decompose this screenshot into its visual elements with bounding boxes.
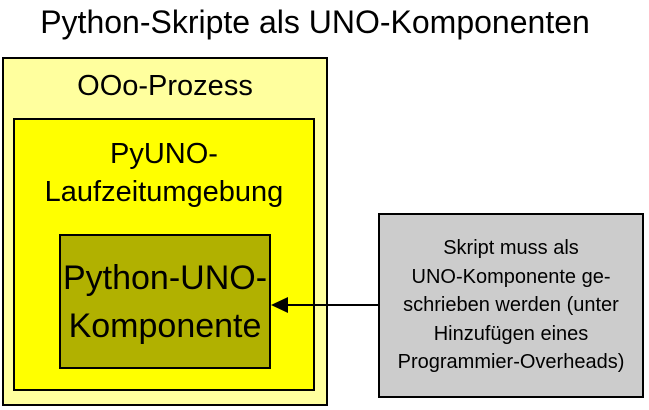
annotation-text: Skript muss als UNO-Komponente ge- schri… xyxy=(397,237,625,374)
python-uno-component-box: Python-UNO- Komponente xyxy=(59,234,271,369)
pyuno-runtime-label: PyUNO- Laufzeitumgebung xyxy=(44,138,284,208)
arrow-line xyxy=(285,304,378,306)
left-arrowhead-icon xyxy=(271,297,288,313)
ooo-process-label: OOo-Prozess xyxy=(77,70,253,102)
annotation-box: Skript muss als UNO-Komponente ge- schri… xyxy=(378,213,644,398)
python-uno-component-label: Python-UNO- Komponente xyxy=(62,258,268,345)
page-title: Python-Skripte als UNO-Komponenten xyxy=(40,4,590,40)
